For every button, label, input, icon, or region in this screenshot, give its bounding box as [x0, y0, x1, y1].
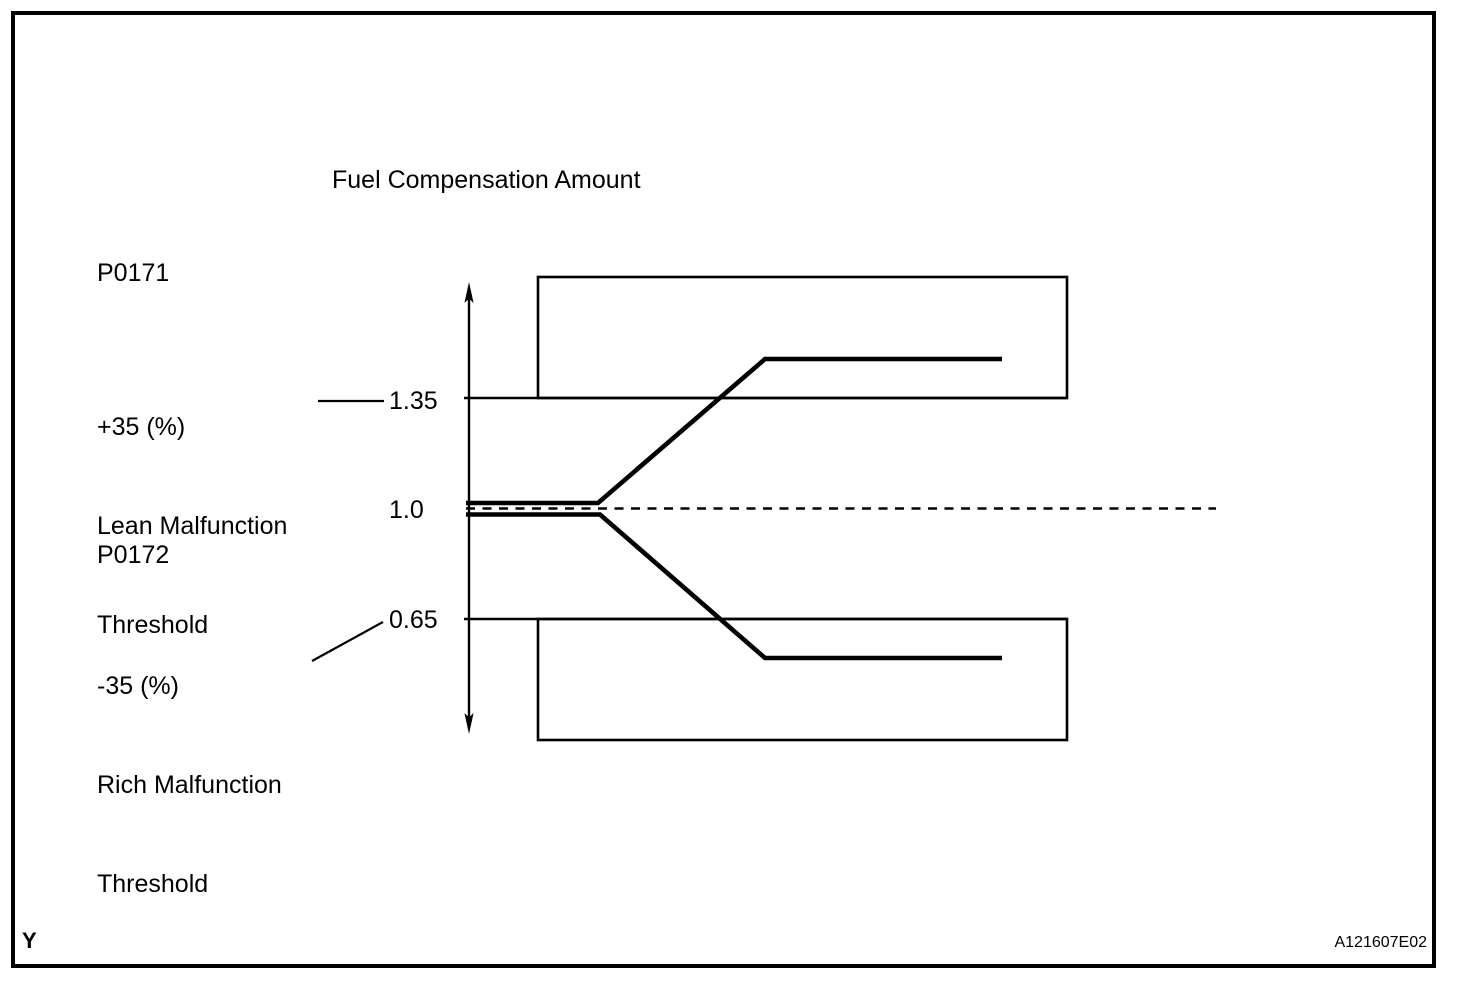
- lean-threshold-label: +35 (%) Lean Malfunction Threshold: [97, 345, 287, 675]
- axis-arrow-down-icon: [464, 713, 474, 734]
- lean-trim-curve: [466, 356, 1002, 506]
- lean-threshold-percent: +35 (%): [97, 413, 186, 441]
- lean-detection-box: [536, 275, 1069, 400]
- rich-dtc-code: P0172: [97, 541, 170, 569]
- rich-trim-curve: [466, 512, 1002, 661]
- lean-threshold-word: Threshold: [97, 611, 209, 639]
- lean-dtc-code: P0171: [97, 259, 170, 287]
- rich-detection-box: [536, 617, 1069, 742]
- tick-1-35: 1.35: [389, 387, 438, 415]
- chart-title: Fuel Compensation Amount: [332, 166, 641, 194]
- figure-id: A121607E02: [1334, 934, 1427, 951]
- rich-callout-line: [311, 621, 384, 662]
- page-corner-mark: Y: [22, 928, 37, 953]
- rich-threshold-label: -35 (%) Rich Malfunction Threshold: [97, 604, 282, 934]
- axis-arrow-up-icon: [464, 282, 474, 303]
- rich-threshold-word: Threshold: [97, 870, 209, 898]
- tick-0-65: 0.65: [389, 606, 438, 634]
- lean-threshold-name: Lean Malfunction: [97, 512, 288, 540]
- figure-border: [11, 11, 1436, 968]
- rich-threshold-percent: -35 (%): [97, 672, 179, 700]
- rich-threshold-name: Rich Malfunction: [97, 771, 282, 799]
- tick-1-0: 1.0: [389, 496, 424, 524]
